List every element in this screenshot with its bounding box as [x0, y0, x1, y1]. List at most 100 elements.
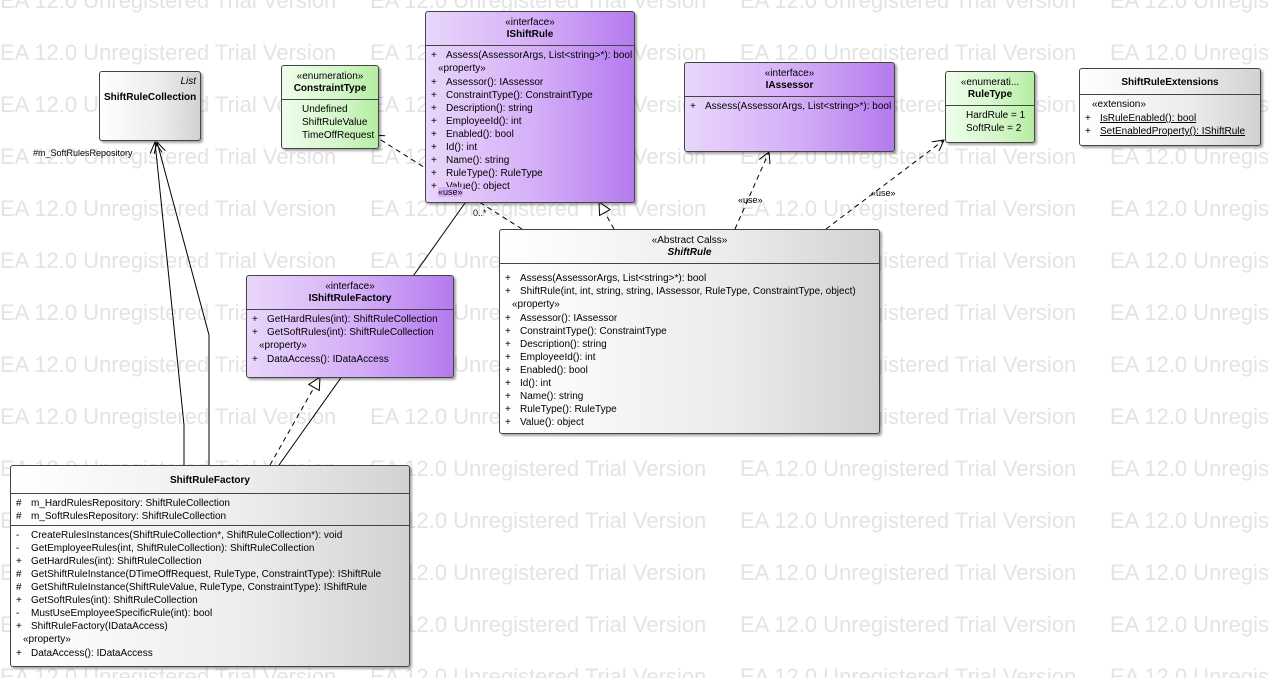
member-row[interactable]: +GetSoftRules(int): ShiftRuleCollection	[247, 326, 453, 339]
watermark-text: EA 12.0 Unregistered Trial Version	[740, 612, 1077, 637]
member-signature: Value(): object	[520, 417, 584, 428]
member-signature: ShiftRule(int, int, string, string, IAss…	[520, 286, 856, 297]
watermark-text: EA 12.0 Unregistered Trial Version	[1110, 456, 1270, 481]
member-row[interactable]: +ConstraintType(): ConstraintType	[500, 325, 879, 338]
member-signature: Value(): object	[446, 181, 510, 192]
property-label: «property»	[438, 63, 486, 74]
member-signature: GetSoftRules(int): ShiftRuleCollection	[31, 595, 198, 606]
member-signature: EmployeeId(): int	[446, 116, 522, 127]
member-row[interactable]: +Assessor(): IAssessor	[426, 76, 634, 89]
member-row[interactable]: +Enabled(): bool	[426, 128, 634, 141]
member-row[interactable]: +DataAccess(): IDataAccess	[11, 647, 409, 660]
label-soft-rules-repository: #m_SoftRulesRepository	[33, 148, 133, 158]
member-row[interactable]: +Value(): object	[426, 180, 634, 193]
visibility-marker: +	[431, 129, 437, 140]
member-row[interactable]: +EmployeeId(): int	[500, 351, 879, 364]
enum-literal: Undefined	[302, 104, 348, 115]
label-use-constrainttype: «use»	[438, 187, 463, 197]
member-row[interactable]: +GetHardRules(int): ShiftRuleCollection	[11, 555, 409, 568]
dependency-constrainttype[interactable]	[373, 135, 523, 230]
member-row[interactable]: +Enabled(): bool	[500, 364, 879, 377]
visibility-marker: -	[16, 608, 20, 619]
member-row[interactable]: +Assess(AssessorArgs, List<string>*): bo…	[426, 49, 634, 62]
member-signature: GetShiftRuleInstance(DTimeOffRequest, Ru…	[31, 569, 382, 580]
enum-literal: ShiftRuleValue	[302, 117, 368, 128]
operations: +Assess(AssessorArgs, List<string>*): bo…	[426, 49, 634, 62]
class-shiftrulefactory[interactable]: ShiftRuleFactory #m_HardRulesRepository:…	[10, 465, 410, 667]
member-row[interactable]: +Name(): string	[500, 390, 879, 403]
member-row[interactable]: +RuleType(): RuleType	[500, 403, 879, 416]
interface-ishiftrulefactory[interactable]: «interface» IShiftRuleFactory +GetHardRu…	[246, 275, 454, 378]
member-row[interactable]: +ConstraintType(): ConstraintType	[426, 89, 634, 102]
member-row[interactable]: +Assessor(): IAssessor	[500, 312, 879, 325]
watermark-text: EA 12.0 Unregistered Trial Version	[740, 456, 1077, 481]
member-signature: Assess(AssessorArgs, List<string>*): boo…	[705, 101, 892, 112]
watermark-text: EA 12.0 Unregistered Trial Version	[1110, 0, 1270, 13]
class-shiftrulecollection[interactable]: List ShiftRuleCollection	[99, 71, 201, 141]
visibility-marker: +	[252, 327, 258, 338]
member-row[interactable]: #m_HardRulesRepository: ShiftRuleCollect…	[11, 497, 409, 510]
interface-iassessor[interactable]: «interface» IAssessor +Assess(AssessorAr…	[684, 62, 895, 152]
watermark-text: EA 12.0 Unregistered Trial Version	[0, 40, 337, 65]
member-row[interactable]: +Value(): object	[500, 416, 879, 429]
interface-ishiftrule[interactable]: «interface» IShiftRule +Assess(AssessorA…	[425, 11, 635, 203]
member-row[interactable]: +RuleType(): RuleType	[426, 167, 634, 180]
realization-ishiftrulefactory[interactable]	[269, 377, 320, 466]
class-shiftrule[interactable]: «Abstract Calss» ShiftRule +Assess(Asses…	[499, 229, 880, 434]
member-row[interactable]: +Assess(AssessorArgs, List<string>*): bo…	[500, 272, 879, 285]
member-row[interactable]: +SetEnabledProperty(): IShiftRule	[1080, 125, 1260, 138]
member-row[interactable]: #GetShiftRuleInstance(DTimeOffRequest, R…	[11, 568, 409, 581]
member-row[interactable]: +Description(): string	[500, 338, 879, 351]
visibility-marker: +	[252, 314, 258, 325]
visibility-marker: +	[1085, 126, 1091, 137]
dependency-iassessor[interactable]	[734, 152, 769, 230]
visibility-marker: +	[505, 339, 511, 350]
watermark-text: EA 12.0 Unregistered Trial Version	[1110, 40, 1270, 65]
visibility-marker: +	[252, 354, 258, 365]
member-row[interactable]: +Description(): string	[426, 102, 634, 115]
member-row[interactable]: -CreateRulesInstances(ShiftRuleCollectio…	[11, 529, 409, 542]
watermark-text: EA 12.0 Unregistered Trial Version	[0, 144, 337, 169]
watermark-text: EA 12.0 Unregistered Trial Version	[740, 664, 1077, 678]
visibility-marker: +	[505, 313, 511, 324]
member-row[interactable]: +EmployeeId(): int	[426, 115, 634, 128]
association-hard-repo[interactable]	[155, 142, 185, 465]
member-row[interactable]: +DataAccess(): IDataAccess	[247, 353, 453, 366]
class-shiftruleextensions[interactable]: ShiftRuleExtensions «extension» +IsRuleE…	[1079, 68, 1261, 146]
operations: +GetHardRules(int): ShiftRuleCollection+…	[247, 313, 453, 339]
visibility-marker: +	[431, 155, 437, 166]
member-row[interactable]: +ShiftRuleFactory(IDataAccess)	[11, 620, 409, 633]
member-row[interactable]: +Id(): int	[426, 141, 634, 154]
watermark-text: EA 12.0 Unregistered Trial Version	[370, 612, 707, 637]
watermark-text: EA 12.0 Unregistered Trial Version	[1110, 508, 1270, 533]
member-row[interactable]: -GetEmployeeRules(int, ShiftRuleCollecti…	[11, 542, 409, 555]
realization-ishiftrule[interactable]	[599, 202, 615, 230]
visibility-marker: +	[431, 50, 437, 61]
member-signature: RuleType(): RuleType	[520, 404, 617, 415]
member-row[interactable]: +ShiftRule(int, int, string, string, IAs…	[500, 285, 879, 298]
member-row[interactable]: +GetSoftRules(int): ShiftRuleCollection	[11, 594, 409, 607]
member-row[interactable]: -MustUseEmployeeSpecificRule(int): bool	[11, 607, 409, 620]
member-row[interactable]: +Assess(AssessorArgs, List<string>*): bo…	[685, 100, 894, 113]
properties: +DataAccess(): IDataAccess	[11, 647, 409, 660]
visibility-marker: +	[16, 648, 22, 659]
member-row[interactable]: +Id(): int	[500, 377, 879, 390]
class-name: ConstraintType	[293, 83, 367, 94]
member-row[interactable]: #GetShiftRuleInstance(ShiftRuleValue, Ru…	[11, 581, 409, 594]
member-row[interactable]: #m_SoftRulesRepository: ShiftRuleCollect…	[11, 510, 409, 523]
watermark-text: EA 12.0 Unregistered Trial Version	[370, 664, 707, 678]
member-row[interactable]: +Name(): string	[426, 154, 634, 167]
dependency-ruletype[interactable]	[825, 140, 944, 230]
member-signature: IsRuleEnabled(): bool	[1100, 113, 1197, 124]
member-signature: RuleType(): RuleType	[446, 168, 543, 179]
stereotype: «Abstract Calss»	[651, 235, 728, 246]
stereotype: «interface»	[505, 17, 555, 28]
member-row[interactable]: +GetHardRules(int): ShiftRuleCollection	[247, 313, 453, 326]
member-signature: Assessor(): IAssessor	[446, 77, 544, 88]
watermark-text: EA 12.0 Unregistered Trial Version	[740, 508, 1077, 533]
association-soft-repo[interactable]	[157, 142, 210, 465]
member-row[interactable]: +IsRuleEnabled(): bool	[1080, 112, 1260, 125]
